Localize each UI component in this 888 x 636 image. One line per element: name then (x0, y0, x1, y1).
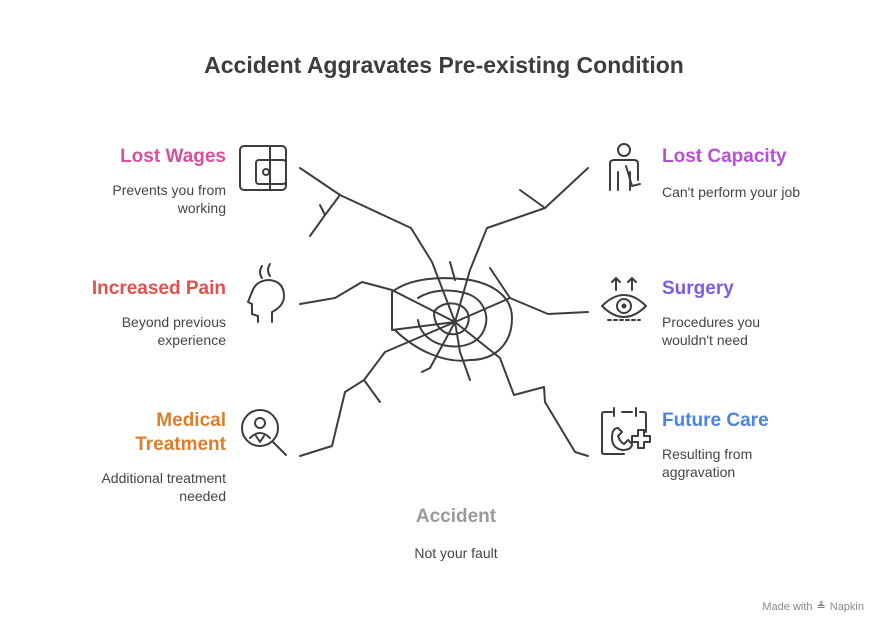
diagram-title: Accident Aggravates Pre-existing Conditi… (204, 52, 684, 78)
footer-credit[interactable]: Made with ≜ Napkin (762, 600, 864, 614)
increased-pain-title: Increased Pain (91, 278, 226, 299)
medical-treatment-desc-line1: Additional treatment (101, 470, 226, 486)
medical-treatment-desc-line2: needed (179, 488, 226, 504)
crack-ring-inner (433, 302, 470, 336)
crack-increased-pain (299, 281, 456, 323)
crack-lost-wages (299, 167, 456, 323)
crack-left-stub (391, 291, 456, 331)
crack-medical-treatment-branch (363, 379, 381, 403)
head-pain-icon (247, 263, 285, 323)
crack-future-care (454, 321, 589, 457)
accident-title: Accident (415, 506, 497, 527)
increased-pain-desc: Beyond previous experience (40, 313, 226, 349)
footer-label: Made with (762, 600, 813, 613)
doctor-search-icon (241, 409, 287, 456)
medical-treatment-title: Medical Treatment (40, 409, 226, 457)
surgery-desc: Procedures you wouldn't need (662, 313, 872, 349)
lost-wages-desc-line2: working (177, 200, 226, 216)
increased-pain-desc-line1: Beyond previous (121, 314, 226, 330)
increased-pain-desc-line2: experience (157, 332, 227, 348)
lost-capacity-title: Lost Capacity (662, 146, 787, 167)
lost-wages-desc: Prevents you from working (40, 181, 226, 217)
crack-lines (299, 167, 589, 457)
surgery-title: Surgery (662, 278, 734, 299)
crack-top-stub (449, 261, 456, 281)
crack-bottom-left (421, 321, 456, 373)
future-care-desc: Resulting from aggravation (662, 445, 872, 481)
crack-ring-mid (417, 289, 488, 348)
wallet-icon (239, 145, 287, 191)
crack-lost-capacity (454, 167, 589, 323)
medical-treatment-desc: Additional treatment needed (40, 469, 226, 505)
napkin-logo-icon: ≜ (816, 601, 826, 613)
future-care-title: Future Care (662, 410, 769, 431)
surgery-desc-line2: wouldn't need (662, 332, 748, 348)
future-care-desc-line1: Resulting from (662, 446, 753, 462)
crack-lost-wages-branch2 (319, 204, 326, 216)
future-care-desc-line2: aggravation (662, 464, 736, 480)
crack-surgery (454, 297, 589, 323)
crack-surgery-branch (489, 267, 511, 299)
medical-treatment-title-line2: Treatment (135, 434, 226, 455)
lost-wages-title: Lost Wages (120, 146, 226, 167)
footer-brand: Napkin (829, 600, 864, 613)
calendar-care-icon (601, 407, 651, 455)
surgery-desc-line1: Procedures you (662, 314, 761, 330)
medical-treatment-title-line1: Medical (156, 410, 226, 431)
crack-bottom (454, 321, 471, 381)
crack-medical-treatment (299, 321, 456, 457)
lost-capacity-desc: Can't perform your job (662, 184, 801, 200)
crack-ring-outer (391, 277, 513, 362)
eye-surgery-icon (601, 277, 647, 321)
accident-desc: Not your fault (414, 545, 498, 561)
lost-wages-desc-line1: Prevents you from (112, 182, 226, 198)
injured-person-icon (609, 143, 641, 191)
crack-lost-capacity-branch (519, 189, 546, 209)
